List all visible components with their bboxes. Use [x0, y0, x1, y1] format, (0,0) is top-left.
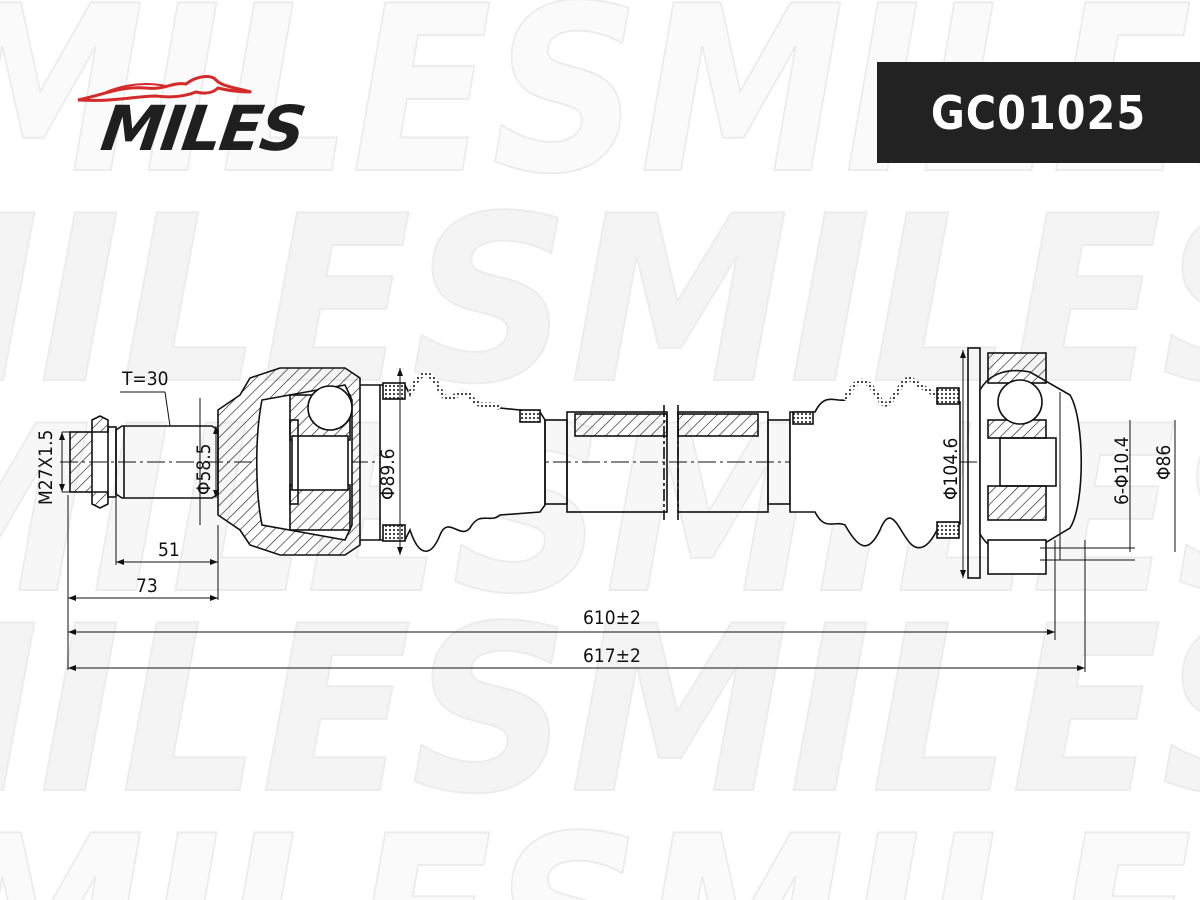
svg-text:MILESMILES: MILESMILES	[0, 578, 1200, 845]
bolt-circle-label: Φ86	[1153, 445, 1175, 480]
dim-73-label: 73	[136, 575, 158, 597]
length-610-label: 610±2	[583, 607, 641, 629]
miles-logo: MILES	[72, 72, 352, 165]
spline-teeth-label: T=30	[121, 368, 169, 390]
greyhound-icon	[77, 75, 252, 102]
part-number-badge: GC01025	[877, 62, 1200, 163]
diameter-58-label: Φ58.5	[193, 444, 215, 496]
length-617-label: 617±2	[583, 645, 641, 667]
diameter-104-label: Φ104.6	[940, 438, 962, 500]
diameter-89-label: Φ89.6	[377, 449, 399, 501]
dim-51-label: 51	[158, 539, 180, 561]
svg-text:MILESMILES: MILESMILES	[0, 788, 1200, 900]
part-number: GC01025	[930, 85, 1147, 140]
bolt-holes-label: 6-Φ10.4	[1111, 436, 1133, 505]
thread-label: M27X1.5	[35, 430, 57, 505]
